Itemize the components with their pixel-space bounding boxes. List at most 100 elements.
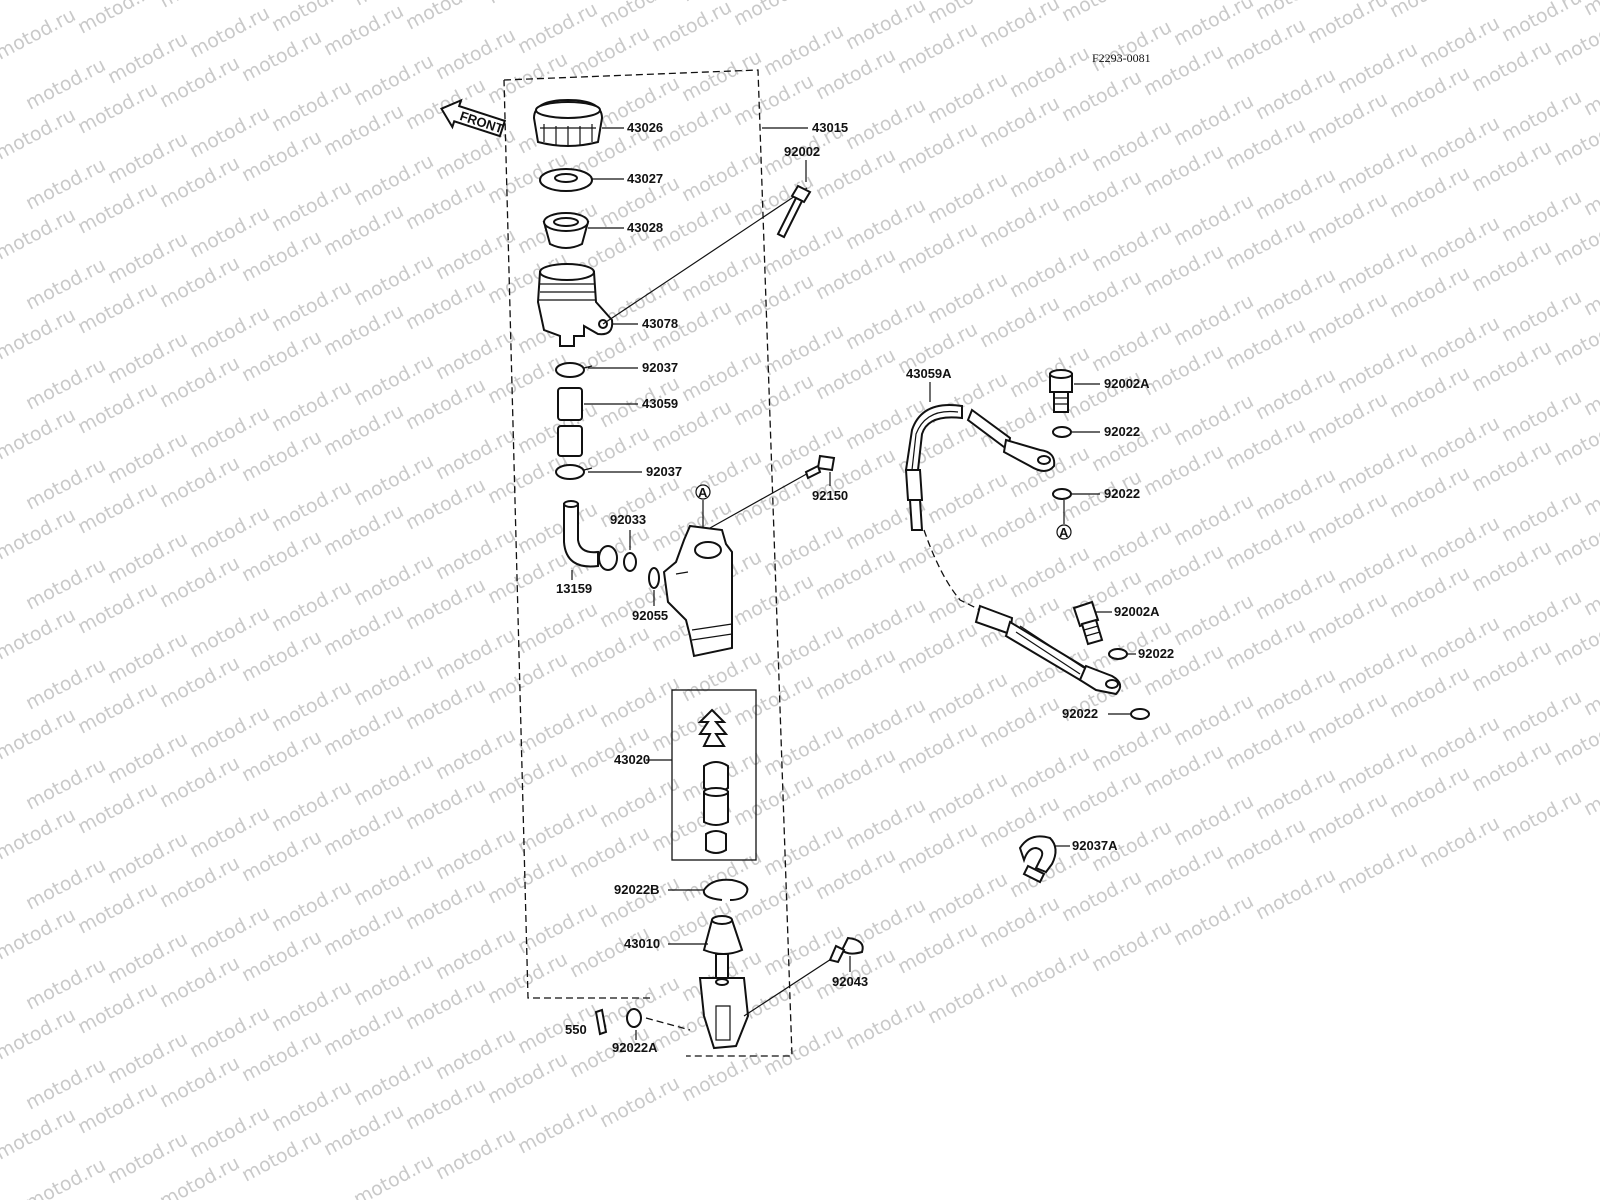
- watermark-text: motod.ru: [320, 1000, 407, 1060]
- watermark-text: motod.ru: [402, 0, 489, 34]
- watermark-text: motod.ru: [0, 0, 49, 14]
- watermark-text: motod.ru: [74, 578, 161, 638]
- watermark-text: motod.ru: [1140, 440, 1227, 500]
- watermark-text: motod.ru: [74, 0, 161, 38]
- watermark-text: motod.ru: [238, 1026, 325, 1086]
- watermark-text: motod.ru: [1580, 0, 1600, 20]
- watermark-text: motod.ru: [976, 692, 1063, 752]
- watermark-text: motod.ru: [812, 144, 899, 204]
- watermark-text: motod.ru: [1088, 916, 1175, 976]
- watermark-text: motod.ru: [812, 544, 899, 604]
- watermark-text: motod.ru: [0, 1104, 79, 1164]
- piston-kit-parts: [697, 708, 729, 854]
- watermark-text: motod.ru: [484, 848, 571, 908]
- watermark-text: motod.ru: [402, 274, 489, 334]
- mounting-bolt: [709, 454, 836, 529]
- watermark-text: motod.ru: [894, 18, 981, 78]
- o-ring-92055: [648, 567, 660, 589]
- watermark-text: motod.ru: [402, 174, 489, 234]
- watermark-text: motod.ru: [74, 778, 161, 838]
- banjo-bolt-upper: [1049, 369, 1073, 413]
- watermark-text: motod.ru: [730, 870, 817, 930]
- label-43015: 43015: [812, 120, 848, 135]
- watermark-text: motod.ru: [402, 474, 489, 534]
- watermark-text: motod.ru: [1222, 14, 1309, 74]
- push-rod: [698, 915, 750, 1050]
- watermark-text: motod.ru: [320, 400, 407, 460]
- label-92055: 92055: [632, 608, 668, 623]
- watermark-text: motod.ru: [1140, 140, 1227, 200]
- watermark-text: motod.ru: [320, 1100, 407, 1160]
- watermark-text: motod.ru: [1222, 814, 1309, 874]
- label-43028: 43028: [627, 220, 663, 235]
- label-43059: 43059: [642, 396, 678, 411]
- watermark-text: motod.ru: [320, 600, 407, 660]
- watermark-text: motod.ru: [320, 800, 407, 860]
- watermark-text: motod.ru: [74, 78, 161, 138]
- watermark-text: motod.ru: [484, 48, 571, 108]
- label-92022A: 92022A: [612, 1040, 658, 1055]
- watermark-text: motod.ru: [894, 218, 981, 278]
- watermark-text: motod.ru: [1304, 788, 1391, 848]
- watermark-text: motod.ru: [238, 326, 325, 386]
- watermark-text: motod.ru: [894, 818, 981, 878]
- watermark-text: motod.ru: [0, 404, 79, 464]
- watermark-text: motod.ru: [566, 922, 653, 982]
- watermark-text: motod.ru: [1140, 240, 1227, 300]
- washer-92022-1: [1052, 426, 1072, 438]
- watermark-text: motod.ru: [238, 626, 325, 686]
- watermark-text: motod.ru: [402, 974, 489, 1034]
- watermark-text: motod.ru: [812, 844, 899, 904]
- watermark-text: motod.ru: [812, 644, 899, 704]
- label-92022-2: 92022: [1104, 486, 1140, 501]
- watermark-text: motod.ru: [812, 0, 899, 4]
- watermark-text: motod.ru: [730, 570, 817, 630]
- label-92037-lower: 92037: [646, 464, 682, 479]
- watermark-text: motod.ru: [74, 978, 161, 1038]
- watermark-text: motod.ru: [156, 552, 243, 612]
- washer-92022-4: [1130, 708, 1150, 720]
- watermark-text: motod.ru: [1304, 0, 1391, 48]
- watermark-text: motod.ru: [1580, 660, 1600, 720]
- watermark-text: motod.ru: [1140, 840, 1227, 900]
- watermark-text: motod.ru: [238, 226, 325, 286]
- clevis-pin: [743, 936, 864, 1017]
- hose-clamp-92037A: [1018, 835, 1057, 884]
- master-cylinder-body: [662, 524, 733, 658]
- assembly-boundary: [503, 69, 793, 1057]
- watermark-text: motod.ru: [1252, 864, 1339, 924]
- banjo-bolt-lower: [1072, 600, 1104, 646]
- watermark-text: motod.ru: [74, 678, 161, 738]
- watermark-text: motod.ru: [894, 518, 981, 578]
- watermark-text: motod.ru: [1580, 60, 1600, 120]
- watermark-text: motod.ru: [1304, 188, 1391, 248]
- label-550: 550: [565, 1022, 587, 1037]
- washer-92022-3: [1108, 648, 1128, 660]
- label-92022B: 92022B: [614, 882, 660, 897]
- washer-92033: [623, 552, 637, 572]
- watermark-text: motod.ru: [812, 44, 899, 104]
- watermark-text: motod.ru: [1304, 488, 1391, 548]
- label-13159: 13159: [556, 581, 592, 596]
- watermark-text: motod.ru: [1140, 340, 1227, 400]
- pin-guide-dashed: [645, 1017, 691, 1031]
- watermark-text: motod.ru: [894, 618, 981, 678]
- watermark-text: motod.ru: [566, 22, 653, 82]
- label-92150: 92150: [812, 488, 848, 503]
- circlip-92022B: [702, 878, 749, 901]
- brake-hose: [904, 404, 1122, 696]
- label-92002A-upper: 92002A: [1104, 376, 1150, 391]
- watermark-text: motod.ru: [238, 926, 325, 986]
- watermark-text: motod.ru: [730, 670, 817, 730]
- reservoir-cap: [532, 98, 604, 147]
- watermark-text: motod.ru: [156, 852, 243, 912]
- label-43027: 43027: [627, 171, 663, 186]
- watermark-text: motod.ru: [484, 448, 571, 508]
- watermark-text: motod.ru: [156, 252, 243, 312]
- label-92043: 92043: [832, 974, 868, 989]
- label-92002: 92002: [784, 144, 820, 159]
- watermark-text: motod.ru: [484, 948, 571, 1008]
- hose-clamp-lower: [555, 464, 593, 480]
- watermark-text: motod.ru: [156, 952, 243, 1012]
- watermark-text: motod.ru: [1304, 88, 1391, 148]
